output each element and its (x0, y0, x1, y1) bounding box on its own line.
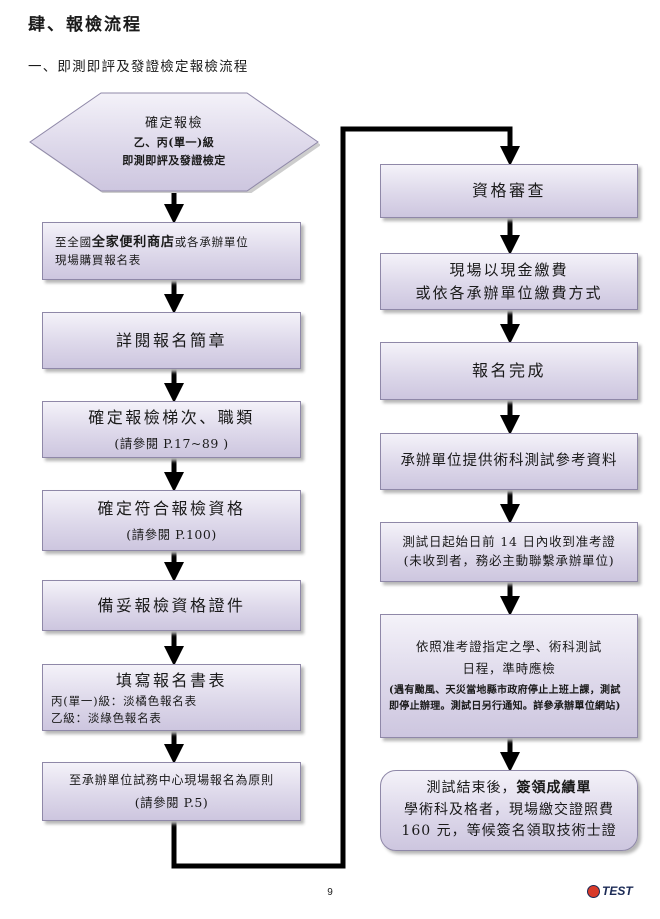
start-node-shape (29, 92, 320, 193)
step-attend-test-line1: 依照准考證指定之學、術科測試 (415, 639, 603, 655)
step-payment-line2: 或依各承辦單位繳費方式 (415, 283, 603, 302)
step-registration-complete-label: 報名完成 (471, 361, 546, 380)
step-attend-test-line2: 日程，準時應檢 (462, 660, 556, 676)
step-test-end-line2: 學術科及格者，現場繳交證照費 (404, 801, 614, 818)
step-read-brochure-label: 詳閱報名簡章 (115, 330, 227, 350)
step-fill-forms-level-b: 乙級：淡綠色報名表 (51, 710, 162, 725)
step-attend-test: 依照准考證指定之學、術科測試 日程，準時應檢 (遇有颱風、天災當地縣市政府停止上… (380, 614, 638, 738)
step-prepare-documents-label: 備妥報檢資格證件 (97, 595, 246, 615)
test-logo: TEST (587, 884, 633, 898)
step-confirm-eligibility: 確定符合報檢資格 (請參閱 P.100) (42, 490, 301, 551)
step-admission-ticket-line2: (未收到者，務必主動聯繫承辦單位) (403, 553, 615, 568)
step-confirm-eligibility-ref: (請參閱 P.100) (126, 526, 217, 542)
step-confirm-session-label: 確定報檢梯次、職類 (88, 407, 255, 427)
step-qualification-review: 資格審查 (380, 164, 638, 218)
step-qualification-review-label: 資格審查 (471, 181, 546, 200)
start-node: 確定報檢 乙、丙(單一)級 即測即評及發證檢定 (28, 91, 320, 193)
logo-circle-icon (587, 884, 600, 898)
step-test-end-line3: 160 元，等候簽名領取技術士證 (401, 823, 617, 840)
logo-text: TEST (602, 884, 633, 898)
step-buy-form-store: 全家便利商店 (91, 234, 175, 250)
section-subheading: 一、即測即評及發證檢定報檢流程 (28, 59, 249, 75)
step-admission-ticket: 測試日起始日前 14 日內收到准考證 (未收到者，務必主動聯繫承辦單位) (380, 522, 638, 582)
step-attend-test-note: (遇有颱風、天災當地縣市政府停止上班上課，測試即停止辦理。測試日另行通知。詳參承… (389, 684, 621, 713)
start-title: 確定報檢 (144, 116, 203, 132)
section-heading: 肆、報檢流程 (28, 15, 142, 35)
step-buy-form-post: 或各承辦單位 (174, 234, 249, 249)
step-buy-form-pre: 至全國 (55, 234, 92, 249)
step-test-end-pre: 測試結束後， (426, 779, 517, 796)
step-onsite-registration-label: 至承辦單位試務中心現場報名為原則 (69, 772, 274, 787)
step-practical-reference: 承辦單位提供術科測試參考資料 (380, 433, 638, 490)
connector-left-to-right (171, 126, 520, 869)
step-confirm-eligibility-label: 確定符合報檢資格 (97, 498, 246, 518)
step-fill-forms-label: 填寫報名書表 (115, 671, 227, 691)
start-type: 即測即評及發證檢定 (122, 154, 226, 168)
step-test-end: 測試結束後，簽領成績單 學術科及格者，現場繳交證照費 160 元，等候簽名領取技… (380, 770, 638, 851)
step-read-brochure: 詳閱報名簡章 (42, 312, 301, 369)
step-onsite-registration-ref: (請參閱 P.5) (134, 794, 209, 810)
start-level: 乙、丙(單一)級 (133, 136, 215, 150)
step-onsite-registration: 至承辦單位試務中心現場報名為原則 (請參閱 P.5) (42, 762, 301, 821)
step-prepare-documents: 備妥報檢資格證件 (42, 580, 301, 631)
step-buy-form: 至全國全家便利商店或各承辦單位 現場購買報名表 (42, 222, 301, 280)
page-number: 9 (327, 887, 333, 898)
step-confirm-session-ref: (請參閱 P.17~89 ) (114, 435, 229, 451)
step-practical-reference-label: 承辦單位提供術科測試參考資料 (400, 453, 618, 470)
step-payment: 現場以現金繳費 或依各承辦單位繳費方式 (380, 253, 638, 310)
step-test-end-bold: 簽領成績單 (516, 779, 592, 796)
step-admission-ticket-line1: 測試日起始日前 14 日內收到准考證 (402, 534, 616, 550)
step-fill-forms-level-c: 丙(單一)級：淡橘色報名表 (51, 694, 197, 709)
step-registration-complete: 報名完成 (380, 342, 638, 400)
step-buy-form-line2: 現場購買報名表 (55, 253, 142, 268)
step-fill-forms: 填寫報名書表 丙(單一)級：淡橘色報名表 乙級：淡綠色報名表 (42, 664, 301, 731)
step-payment-line1: 現場以現金繳費 (449, 261, 569, 279)
step-confirm-session: 確定報檢梯次、職類 (請參閱 P.17~89 ) (42, 401, 301, 458)
